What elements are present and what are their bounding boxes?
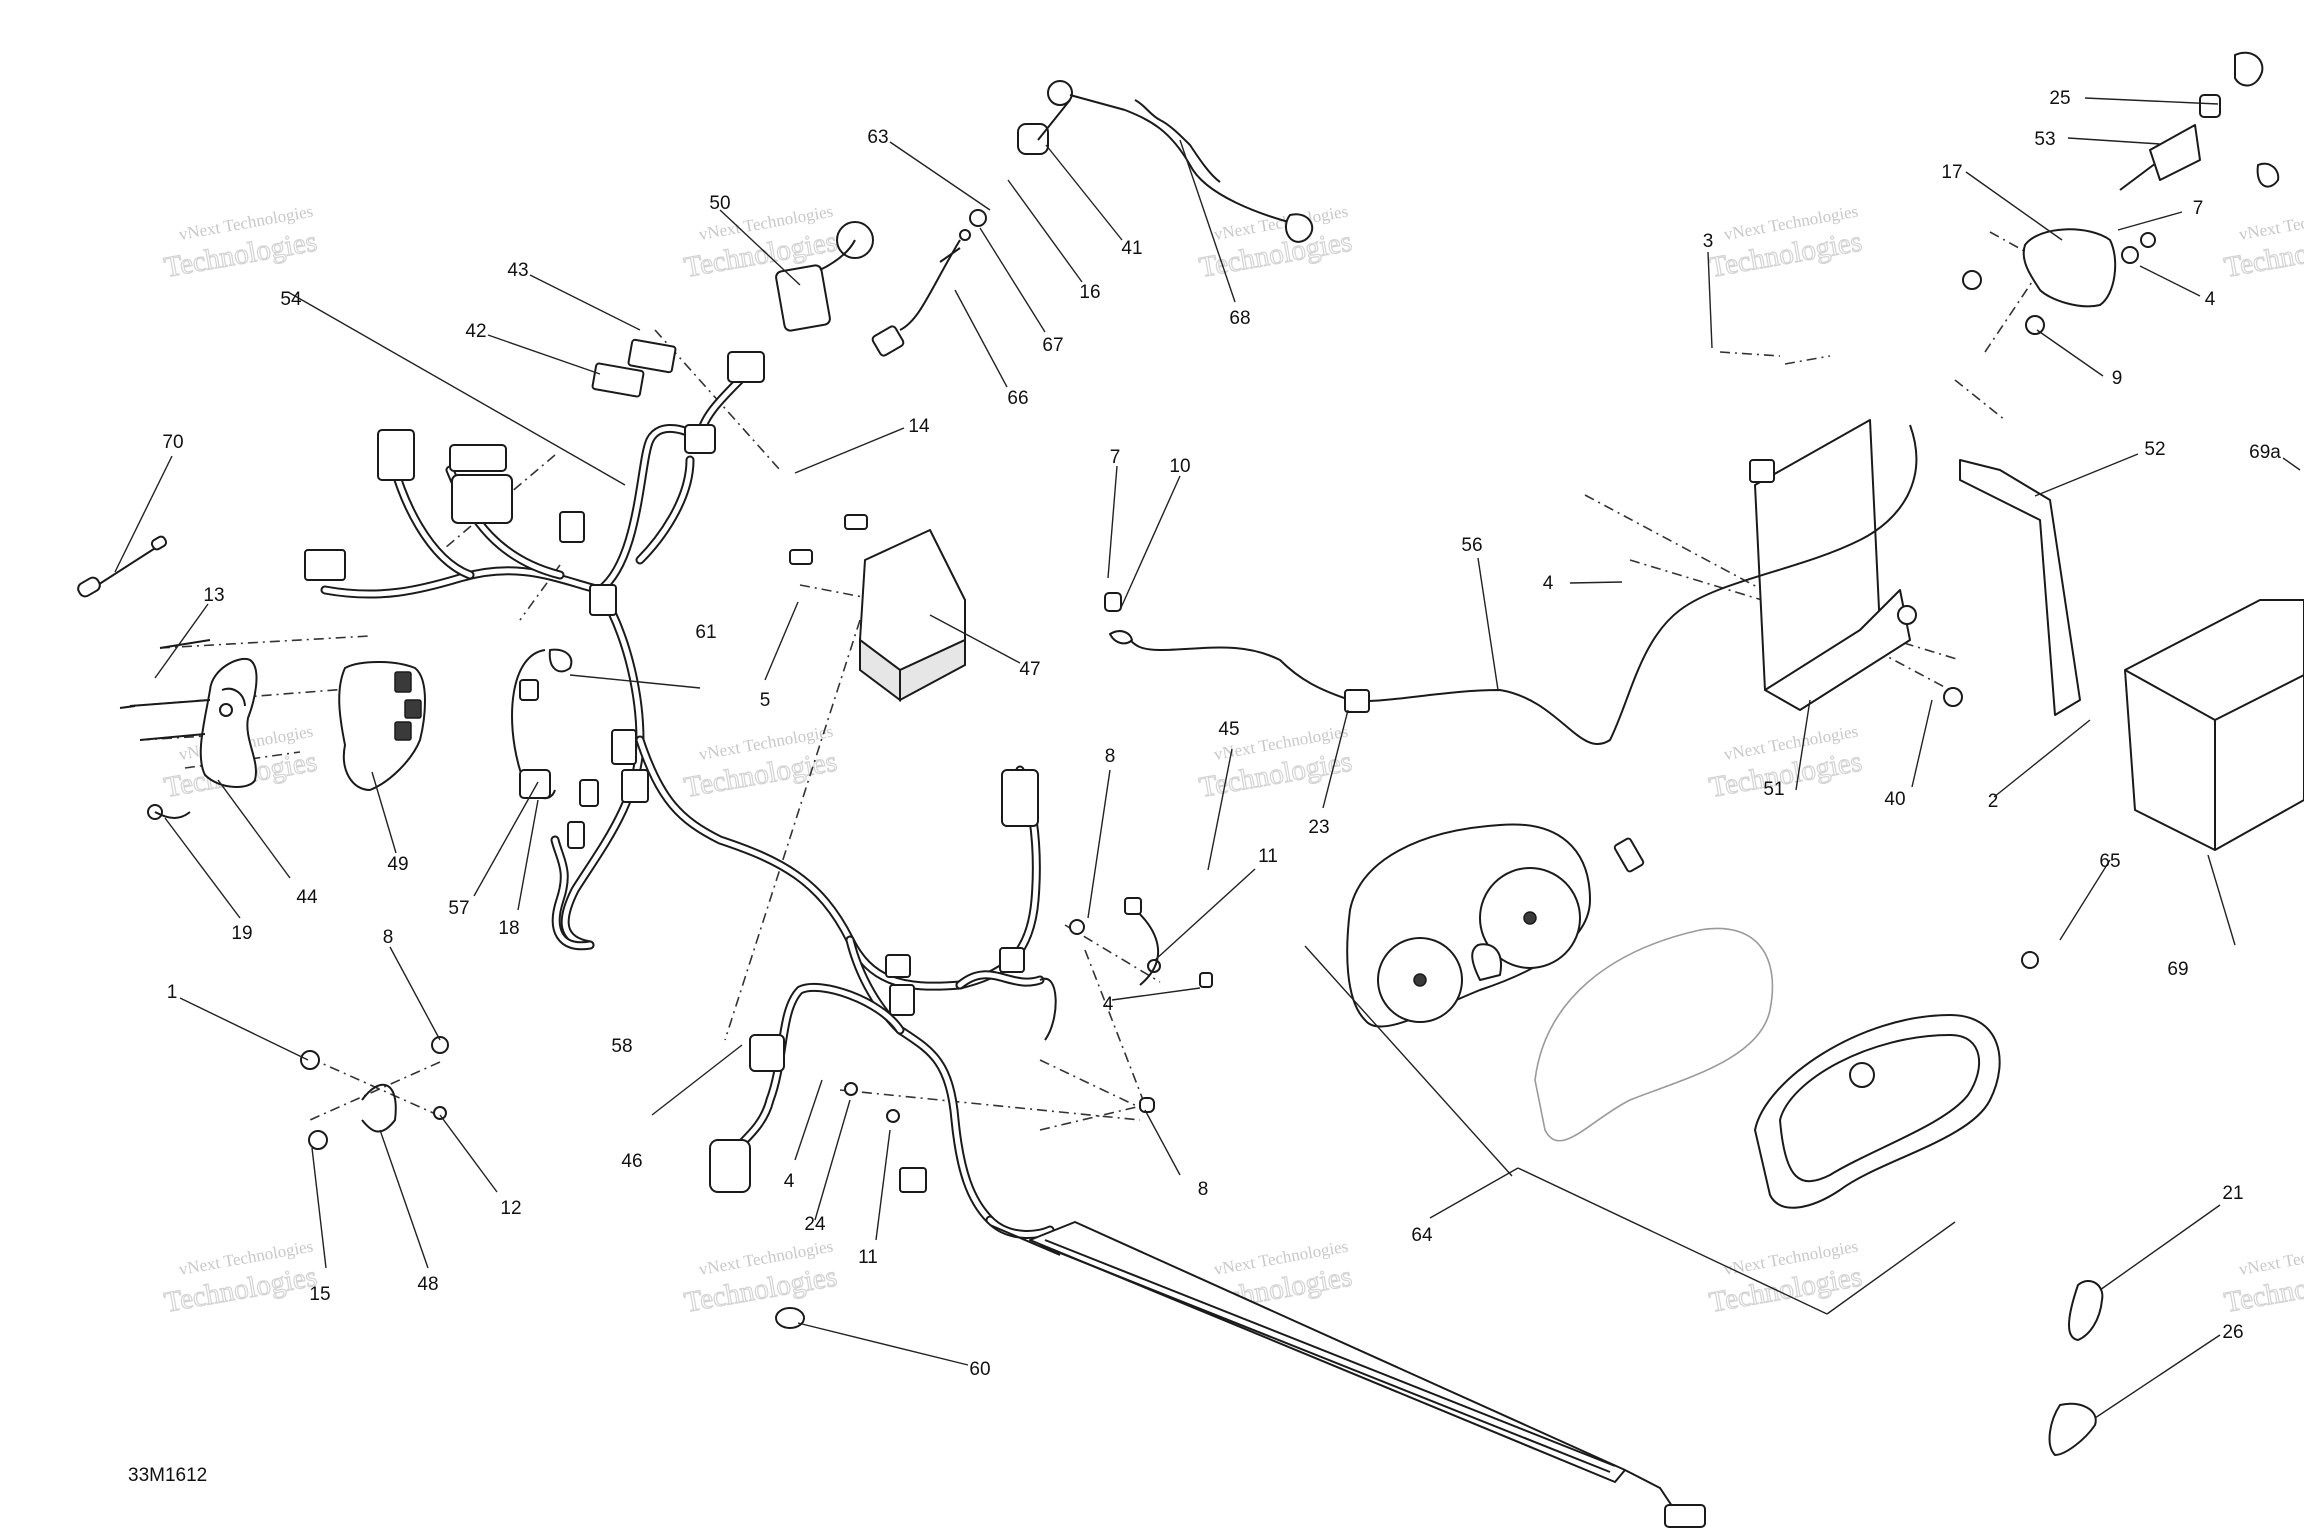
- small-harness: [511, 648, 573, 800]
- callout: 44: [296, 887, 318, 908]
- callout: 47: [1019, 659, 1040, 680]
- watermark: vNext Technologies Technologies: [161, 1237, 320, 1320]
- instrument-cluster: [1346, 823, 2001, 1209]
- callout: 3: [1703, 231, 1714, 252]
- callout: 54: [280, 289, 302, 310]
- callout: 45: [1218, 719, 1239, 740]
- callout: 43: [507, 260, 528, 281]
- callout: 4: [1543, 573, 1554, 594]
- callout: 24: [804, 1214, 826, 1235]
- callout: 58: [611, 1036, 632, 1057]
- watermark: vNext Technologies Technologies: [1706, 1237, 1865, 1320]
- sensor-66: [871, 99, 1071, 357]
- callout: 16: [1079, 282, 1100, 303]
- callout: 57: [448, 898, 469, 919]
- callout: 7: [1110, 447, 1121, 468]
- callout: 60: [969, 1359, 990, 1380]
- watermark-line1: vNext Technologies: [2237, 1237, 2304, 1279]
- callout: 18: [498, 918, 519, 939]
- callout: 50: [709, 193, 730, 214]
- callout: 40: [1884, 789, 1905, 810]
- callout: 13: [203, 585, 224, 606]
- diagram-code: 33M1612: [128, 1465, 207, 1486]
- callout: 25: [2049, 88, 2070, 109]
- lanyard-68: [1047, 80, 1314, 243]
- callout: 70: [162, 432, 183, 453]
- callout: 48: [417, 1274, 438, 1295]
- callout: 41: [1121, 238, 1142, 259]
- callout: 66: [1007, 388, 1028, 409]
- watermark: vNext Technologies Technologies: [1706, 202, 1865, 285]
- callouts: 25 53 17 7 4 3 9 52 69a 63 41 16 67 66 6…: [162, 88, 2281, 1380]
- callout: 42: [465, 321, 486, 342]
- switch-housings: [119, 639, 426, 820]
- callout: 21: [2222, 1183, 2243, 1204]
- callout: 5: [760, 690, 771, 711]
- bracket-51: [1749, 419, 1911, 711]
- callout: 19: [231, 923, 252, 944]
- watermark: vNext Technologies Technologies: [681, 1237, 840, 1320]
- callout: 9: [2112, 368, 2123, 389]
- callout: 63: [867, 127, 888, 148]
- callout: 17: [1941, 162, 1962, 183]
- callout: 69: [2167, 959, 2188, 980]
- callout: 4: [2205, 289, 2216, 310]
- callout: 2: [1988, 791, 1999, 812]
- callout: 11: [858, 1247, 878, 1268]
- watermark-line1: vNext Technologies: [2237, 202, 2304, 244]
- watermark: vNext Technologies Technologies: [2221, 1237, 2304, 1320]
- callout: 68: [1229, 308, 1250, 329]
- callout: 51: [1763, 779, 1784, 800]
- callout: 65: [2099, 851, 2120, 872]
- callout: 64: [1411, 1225, 1433, 1246]
- callout: 67: [1042, 335, 1063, 356]
- watermark: vNext Technologies Technologies: [2221, 202, 2304, 285]
- misc-hardware: [300, 592, 2104, 1456]
- callout: 15: [309, 1284, 330, 1305]
- callout: 1: [167, 982, 178, 1003]
- callout: 10: [1169, 456, 1190, 477]
- module-47: [789, 514, 966, 702]
- component-50: [775, 221, 874, 332]
- callout: 14: [908, 416, 930, 437]
- callout: 49: [387, 854, 408, 875]
- callout: 7: [2193, 198, 2204, 219]
- watermarks: vNext Technologies Technologies vNext Te…: [161, 202, 2304, 1320]
- callout: 8: [1105, 746, 1116, 767]
- callout: 8: [1198, 1179, 1209, 1200]
- callout: 46: [621, 1151, 642, 1172]
- callout: 56: [1461, 535, 1482, 556]
- callout: 69a: [2249, 442, 2281, 463]
- callout: 4: [784, 1171, 795, 1192]
- main-harness: [77, 338, 1061, 1256]
- bracket-52: [1959, 459, 2081, 716]
- wire-56: [1109, 424, 1918, 746]
- watermark: vNext Technologies Technologies: [1196, 202, 1355, 285]
- callout: 12: [500, 1198, 521, 1219]
- callout: 4: [1103, 994, 1114, 1015]
- watermark: vNext Technologies Technologies: [681, 722, 840, 805]
- callout: 53: [2034, 129, 2055, 150]
- watermark: vNext Technologies Technologies: [161, 202, 320, 285]
- callout: 52: [2144, 439, 2165, 460]
- callout: 11: [1258, 846, 1278, 867]
- sensor-strip: [1029, 1221, 1706, 1528]
- callout: 23: [1308, 817, 1329, 838]
- battery-69: [2124, 599, 2304, 851]
- callout: 61: [695, 622, 716, 643]
- watermark: vNext Technologies Technologies: [1196, 722, 1355, 805]
- leader-lines: [114, 97, 2301, 1419]
- callout: 26: [2222, 1322, 2243, 1343]
- callout: 8: [383, 927, 394, 948]
- relay-17: [1962, 51, 2280, 335]
